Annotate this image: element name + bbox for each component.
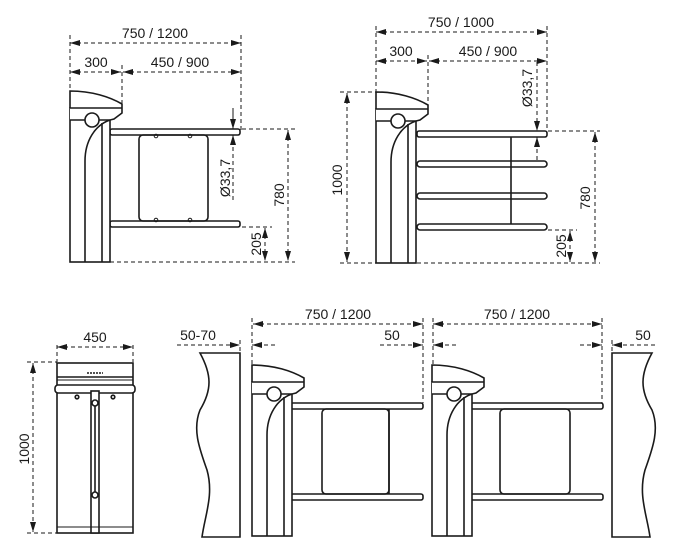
right-wall xyxy=(611,352,657,538)
dim-wall-gap-left: 50-70 xyxy=(180,327,216,343)
dim-width: 450 xyxy=(83,329,107,345)
turnstile-post-left xyxy=(251,364,305,537)
dim-housing-width: 300 xyxy=(389,43,413,59)
installation-view: 750 / 1200 750 / 1200 50-70 50 50 xyxy=(177,306,657,538)
dim-lower-arm-height: 205 xyxy=(248,232,264,256)
dim-total-height: 1000 xyxy=(329,164,345,195)
dim-passage-width-right: 750 / 1200 xyxy=(484,306,550,322)
dim-arm-length: 450 / 900 xyxy=(459,43,518,59)
lower-arm xyxy=(109,220,241,228)
dim-wall-gap-right: 50 xyxy=(635,327,651,343)
gate-panel xyxy=(138,134,209,222)
dim-total-width: 750 / 1000 xyxy=(428,14,494,30)
dim-arm-height: 780 xyxy=(577,186,593,210)
dim-housing-width: 300 xyxy=(84,54,108,70)
turnstile-post-right xyxy=(431,364,485,537)
turnstile-post xyxy=(69,90,123,263)
side-view-panel-gate: 750 / 1200 300 450 / 900 Ø33,7 780 205 xyxy=(69,25,295,263)
dim-pipe-diameter: Ø33,7 xyxy=(217,159,233,197)
dim-pipe-diameter: Ø33,7 xyxy=(519,69,535,107)
left-wall xyxy=(195,352,241,538)
turnstile-post xyxy=(375,91,429,264)
front-view: 450 1000 xyxy=(16,329,136,534)
dim-arm-length: 450 / 900 xyxy=(151,54,210,70)
upper-arm xyxy=(109,128,241,136)
side-view-bar-gate: 750 / 1000 300 450 / 900 Ø33,7 1000 780 … xyxy=(329,14,600,264)
dim-passage-width-left: 750 / 1200 xyxy=(305,306,371,322)
dim-arm-height: 780 xyxy=(271,183,287,207)
dim-total-width: 750 / 1200 xyxy=(122,25,188,41)
dim-lower-arm-height: 205 xyxy=(553,234,569,258)
dim-gap-between: 50 xyxy=(384,327,400,343)
dim-height: 1000 xyxy=(16,433,32,464)
